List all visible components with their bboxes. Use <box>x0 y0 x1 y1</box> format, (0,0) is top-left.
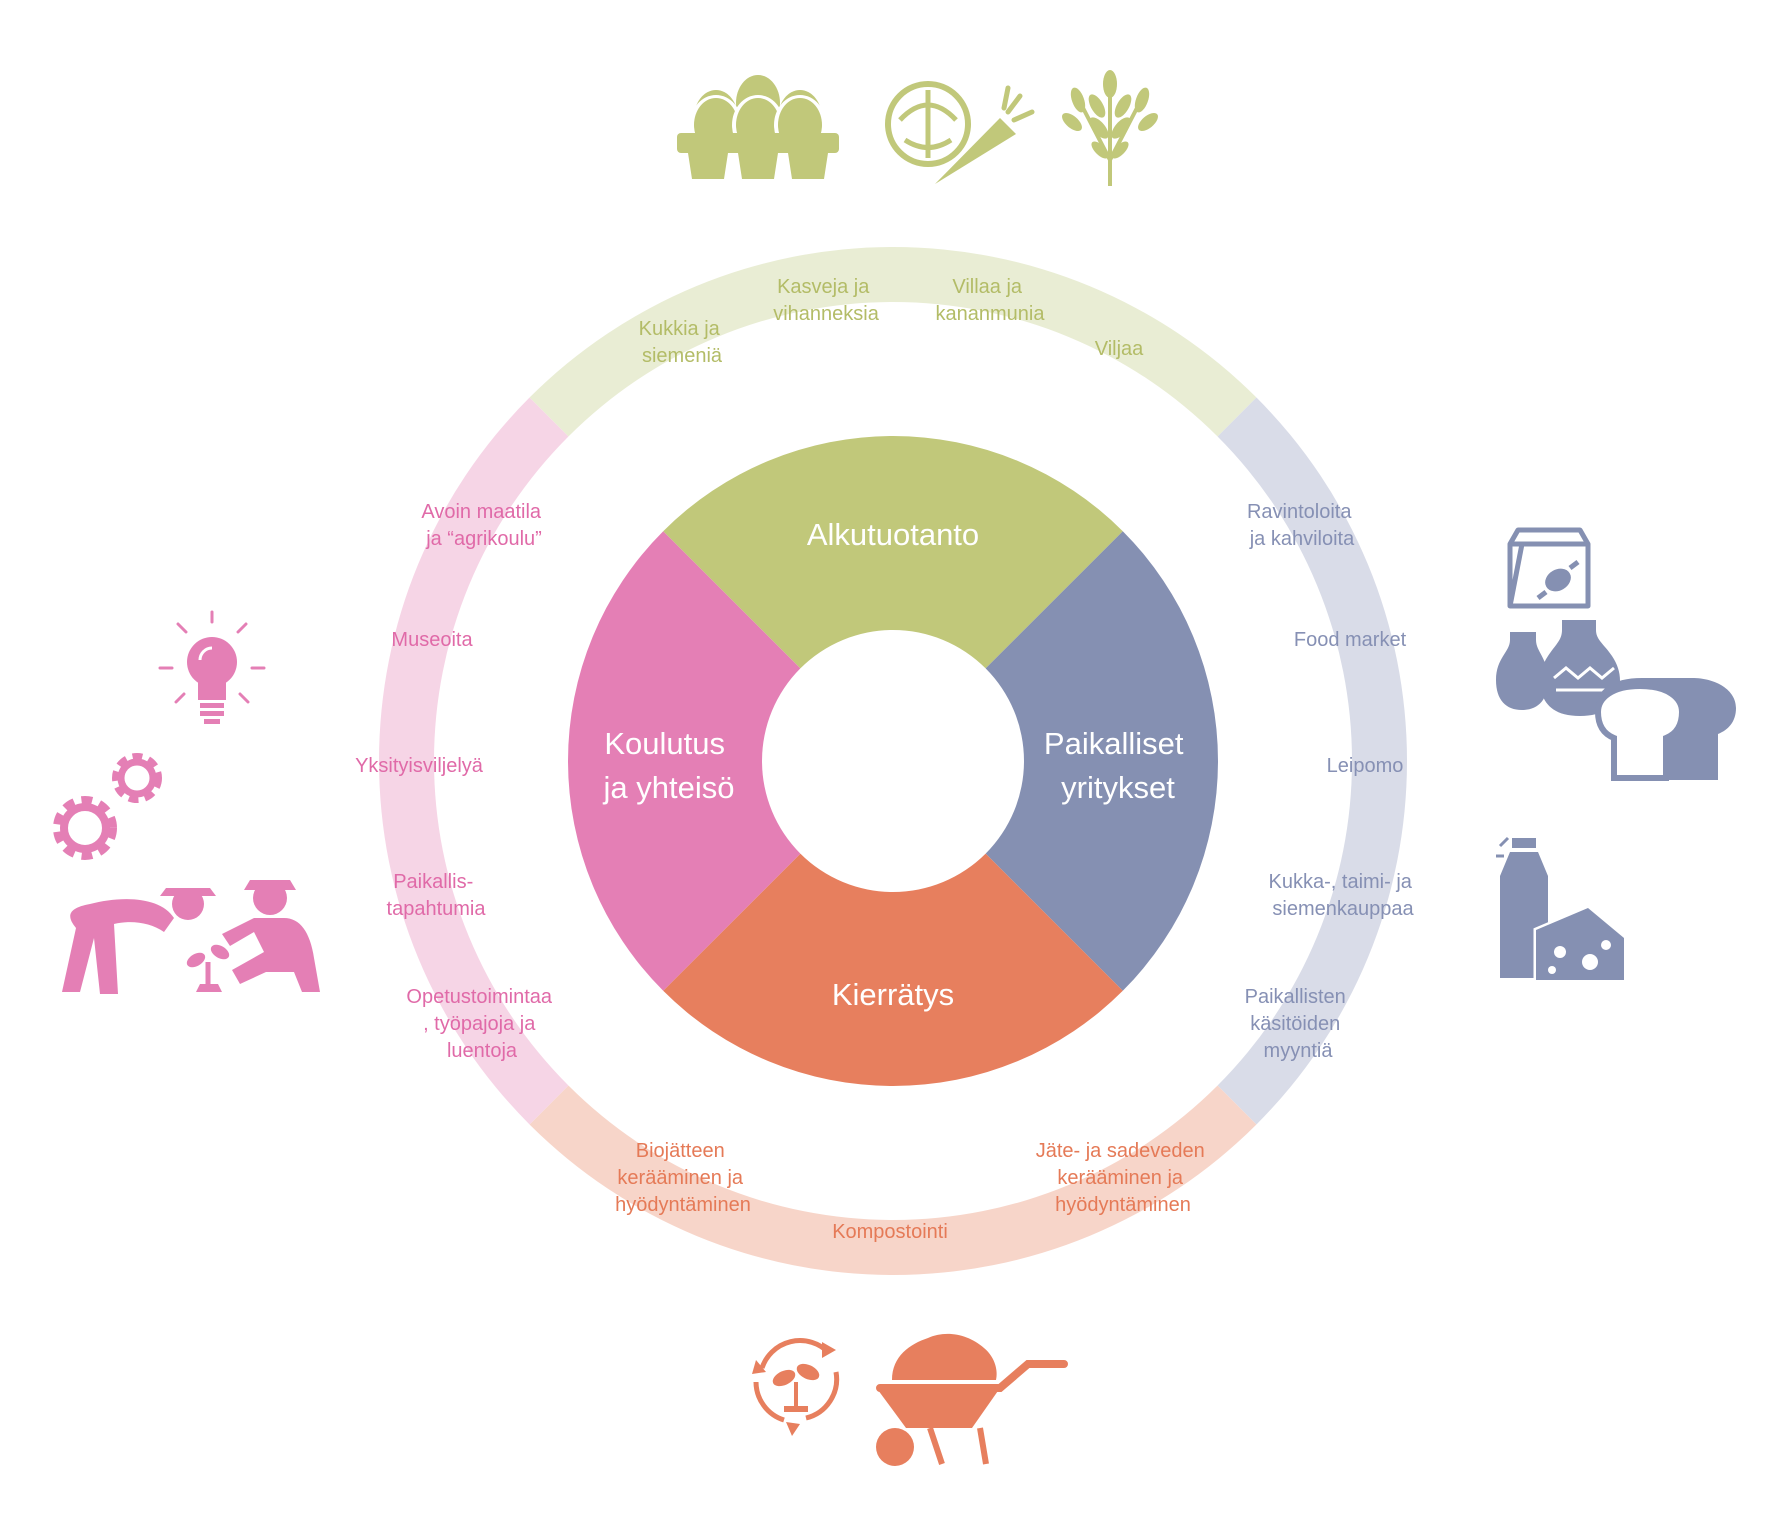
wheelbarrow-icon <box>876 1333 1068 1466</box>
ring-segment-green <box>529 247 1257 437</box>
ring-item: Avoin maatila ja “agrikoulu” <box>421 501 546 550</box>
ring-item: Kasveja ja vihanneksia <box>773 276 880 325</box>
ring-item: Jäte- ja sadeveden kerääminen ja hyödynt… <box>1036 1140 1211 1216</box>
icons-orange <box>752 1333 1068 1466</box>
ring-item: Paikallisten käsitöiden myyntiä <box>1245 986 1352 1062</box>
ring-item: Food market <box>1294 629 1407 651</box>
ring-labels-blue: Ravintoloita ja kahviloita Food market L… <box>1245 501 1418 1062</box>
core-labels: Alkutuotanto Paikalliset yritykset Kierr… <box>603 517 1192 1012</box>
ring-segment-pink <box>379 397 569 1125</box>
egg-carton-icon <box>677 75 839 179</box>
candy-bag-icon <box>1507 527 1591 609</box>
label-alkutuotanto: Alkutuotanto <box>807 517 979 552</box>
ring-item: Opetustoimintaa , työpajoja ja luentoja <box>406 986 557 1062</box>
ring-item: Ravintoloita ja kahviloita <box>1247 501 1357 550</box>
ring-item: Kukka-, taimi- ja siemenkauppaa <box>1269 871 1418 920</box>
icons-pink <box>53 610 320 994</box>
ring-labels-pink: Avoin maatila ja “agrikoulu” Museoita Yk… <box>355 501 557 1062</box>
plant-recycle-icon <box>752 1338 840 1436</box>
ring-labels-orange: Biojätteen kerääminen ja hyödyntäminen K… <box>615 1140 1211 1243</box>
ring-item: Villaa ja kananmunia <box>936 276 1046 325</box>
ring-item: Museoita <box>391 629 473 651</box>
sector-koulutus-ja-yhteiso <box>568 531 801 991</box>
ring-segment-orange <box>529 1085 1257 1275</box>
ring-segment-blue <box>1217 397 1407 1125</box>
label-paikalliset-yritykset: Paikalliset yritykset <box>1044 726 1192 805</box>
gardeners-icon <box>62 880 320 994</box>
ring-item: Kompostointi <box>832 1221 948 1243</box>
ring-item: Yksityisviljelyä <box>355 755 484 777</box>
core-donut <box>568 436 1218 1086</box>
bread-icon <box>1594 678 1736 781</box>
vases-icon <box>1496 620 1622 716</box>
sector-paikalliset-yritykset <box>985 531 1218 991</box>
wheat-icon <box>1062 70 1158 186</box>
ring-item: Kukkia ja siemeniä <box>639 318 726 367</box>
lightbulb-icon <box>158 610 266 724</box>
gears-icon <box>53 753 162 860</box>
label-kierratys: Kierrätys <box>832 977 954 1012</box>
ring-labels-green: Kukkia ja siemeniä Kasveja ja vihanneksi… <box>639 276 1145 367</box>
ring-item: Biojätteen kerääminen ja hyödyntäminen <box>615 1140 751 1216</box>
cabbage-carrot-icon <box>885 81 1035 187</box>
icons-blue <box>1496 527 1736 983</box>
ring-item: Leipomo <box>1327 755 1404 777</box>
sector-kierratys <box>663 853 1123 1086</box>
ring-item: Viljaa <box>1095 338 1144 360</box>
icons-green <box>677 70 1158 187</box>
ring-item: Paikallis- tapahtumia <box>387 871 487 920</box>
sector-alkutuotanto <box>663 436 1123 669</box>
label-koulutus-ja-yhteiso: Koulutus ja yhteisö <box>603 726 735 805</box>
milk-cheese-icon <box>1496 836 1627 983</box>
outer-ring <box>379 247 1407 1275</box>
